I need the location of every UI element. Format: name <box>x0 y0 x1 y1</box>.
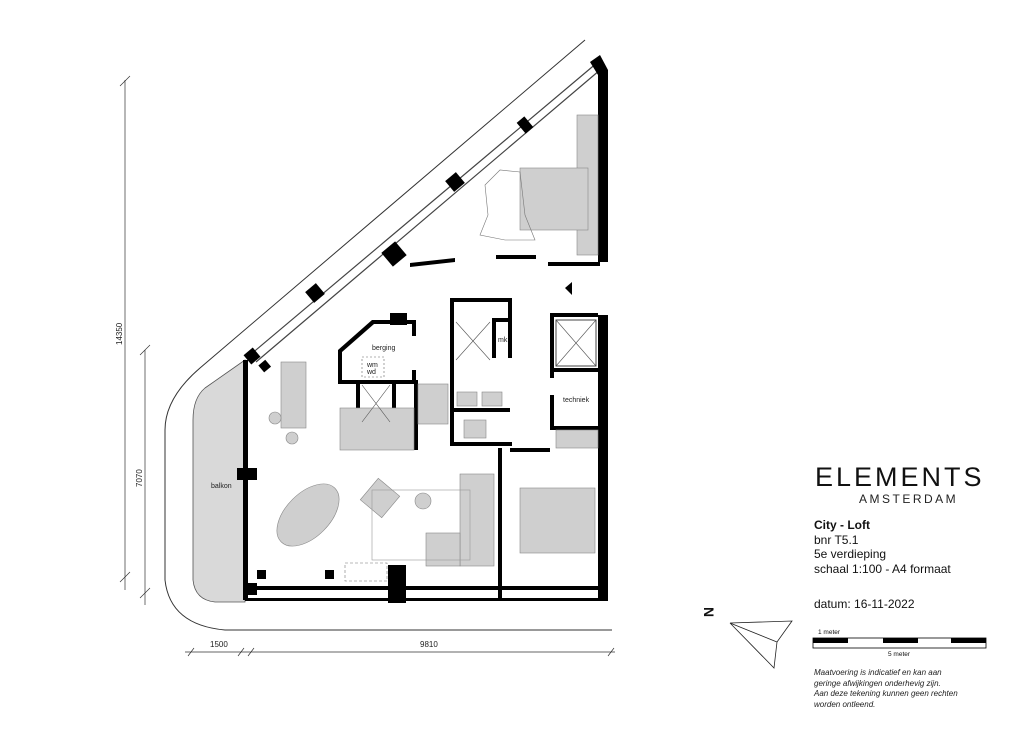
disclaimer-line: Aan deze tekening kunnen geen rechten <box>814 689 958 698</box>
dim-7070: 7070 <box>135 469 144 487</box>
room-label-wm: wm <box>366 362 378 369</box>
furniture <box>268 114 599 567</box>
walls <box>237 55 608 603</box>
shaft-cross <box>361 319 597 423</box>
shaft <box>555 319 597 367</box>
floor-level: 5e verdieping <box>814 547 887 561</box>
brand-logo: ELEMENTS <box>815 462 985 492</box>
entry-marker <box>565 282 572 295</box>
wm-wd-box <box>361 356 385 378</box>
dim-9810: 9810 <box>420 640 438 649</box>
disclaimer-line: geringe afwijkingen onderhevig zijn. <box>814 678 941 688</box>
scale-bar <box>812 637 987 649</box>
scale-label-1m: 1 meter <box>818 629 841 636</box>
scale-label-5m: 5 meter <box>888 651 911 658</box>
project-info: City - Loft bnr T5.1 5e verdieping schaa… <box>814 518 951 576</box>
diagonal-facade <box>249 61 601 363</box>
disclaimer-line: worden ontleend. <box>814 699 876 709</box>
room-label-wd: wd <box>366 369 376 376</box>
north-label: N <box>701 606 718 618</box>
slab-outline <box>164 39 612 631</box>
unit-number: bnr T5.1 <box>814 532 859 547</box>
dim-1500: 1500 <box>210 640 228 649</box>
dim-14350: 14350 <box>115 322 124 345</box>
room-label-mk: mk <box>498 337 508 344</box>
scale-info: schaal 1:100 - A4 formaat <box>814 561 951 576</box>
room-label-berging: berging <box>372 345 395 352</box>
rug-bedroom <box>479 169 536 241</box>
dimension-lines <box>119 75 615 657</box>
dashed-bench <box>344 562 388 582</box>
disclaimer: Maatvoering is indicatief en kan aan ger… <box>814 668 958 710</box>
brand-city: AMSTERDAM <box>859 492 959 506</box>
date: datum: 16-11-2022 <box>814 597 915 611</box>
north-arrow-icon <box>729 620 793 669</box>
room-label-balkon: balkon <box>211 483 232 490</box>
room-label-techniek: techniek <box>563 397 590 404</box>
rug <box>371 489 471 561</box>
project-title: City - Loft <box>814 518 870 532</box>
disclaimer-line: Maatvoering is indicatief en kan aan <box>814 668 942 677</box>
balcony-area <box>192 359 246 603</box>
